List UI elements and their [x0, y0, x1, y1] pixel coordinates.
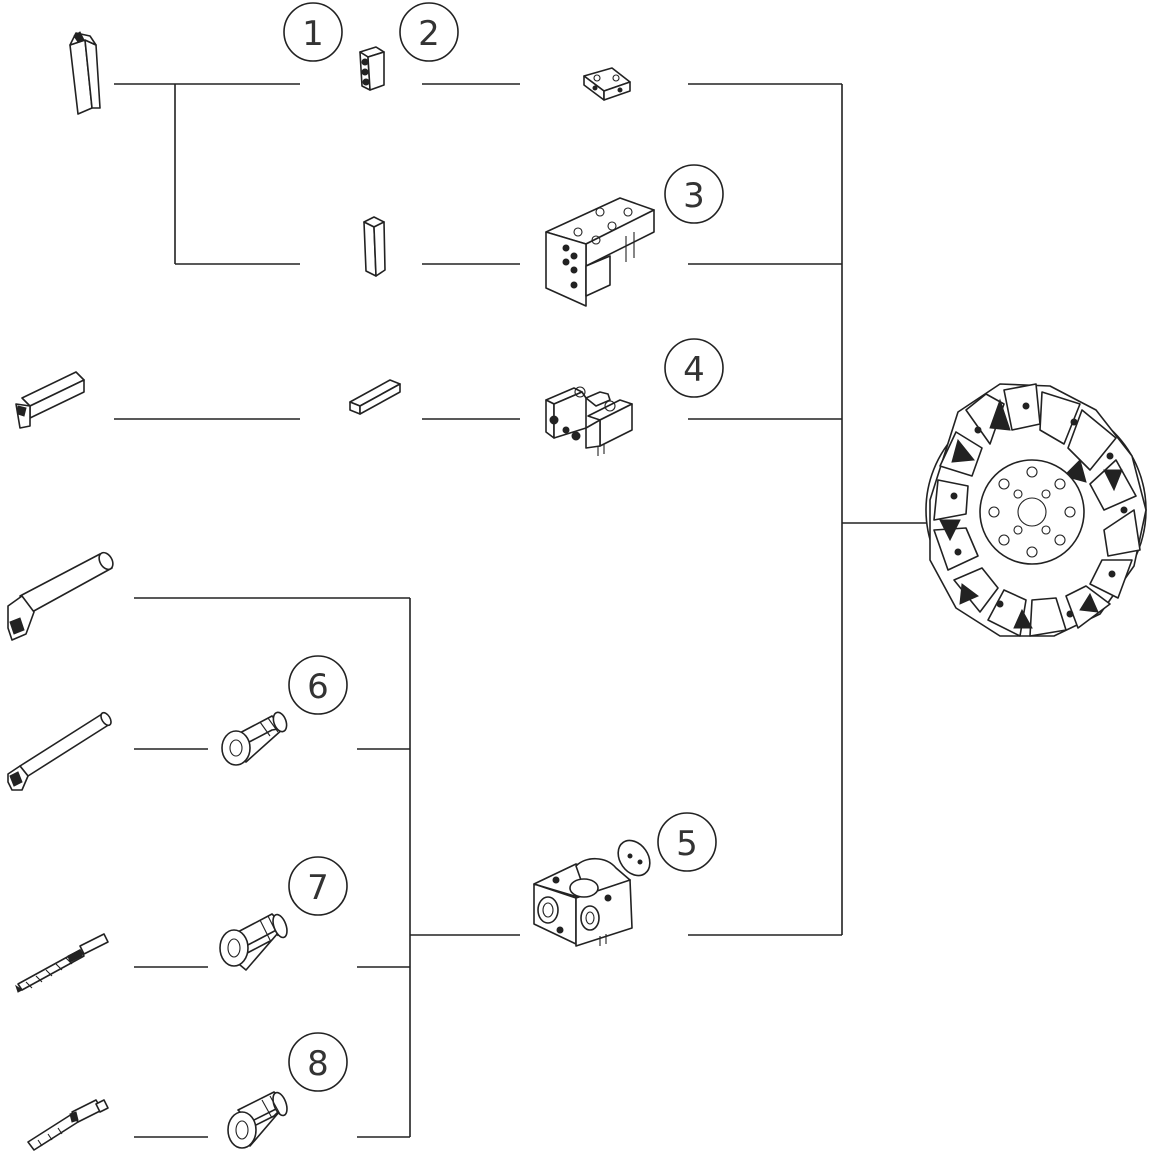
twist-drill-icon	[15, 933, 109, 993]
callout-4-label: 4	[683, 350, 705, 390]
callout-8: 8	[288, 1032, 348, 1092]
callout-5-label: 5	[676, 824, 698, 864]
boring-bar-holder-5-icon	[533, 839, 651, 947]
callout-1: 1	[283, 2, 343, 62]
callout-3-label: 3	[683, 176, 705, 216]
end-mill-icon	[27, 1099, 109, 1151]
callout-2: 2	[399, 2, 459, 62]
flat-tool-blank-icon	[349, 379, 401, 415]
reducing-bushing-7-icon	[219, 913, 288, 971]
square-tool-blank-icon	[363, 216, 386, 277]
callout-1-label: 1	[302, 14, 324, 54]
reducing-bushing-8-icon	[227, 1091, 288, 1149]
callout-2-label: 2	[418, 14, 440, 54]
wedge-clamp-icon	[583, 67, 631, 101]
tool-holder-4-icon	[545, 386, 633, 456]
clamp-block-icon	[359, 46, 385, 91]
horizontal-turning-tool-icon	[15, 371, 85, 429]
large-boring-bar-icon	[7, 551, 114, 641]
tool-holder-3-icon	[545, 197, 655, 307]
turret-disc-icon	[925, 383, 1147, 637]
connector-lines	[114, 83, 928, 1138]
callout-8-label: 8	[307, 1044, 329, 1084]
vertical-turning-tool-icon	[69, 31, 101, 115]
callout-4: 4	[664, 338, 724, 398]
callout-5: 5	[657, 812, 717, 872]
medium-boring-bar-icon	[7, 711, 112, 791]
callout-7: 7	[288, 856, 348, 916]
reducing-bushing-6-icon	[221, 711, 288, 766]
callout-6: 6	[288, 655, 348, 715]
callout-3: 3	[664, 164, 724, 224]
callout-7-label: 7	[307, 868, 329, 908]
callout-6-label: 6	[307, 667, 329, 707]
